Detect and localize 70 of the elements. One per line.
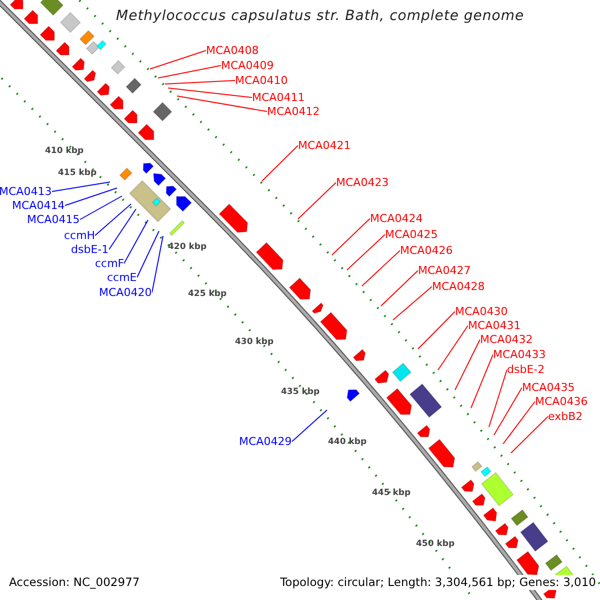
gene-label: dsbE-1 (71, 242, 109, 256)
leader-line (164, 80, 236, 84)
gene-label: ccmH (64, 228, 96, 242)
footer-text: Topology: circular; Length: 3,304,561 bp; Genes: 3,010 (280, 575, 596, 590)
scale-label: 435 kbp (281, 387, 320, 397)
gene-label: ccmF (95, 256, 124, 270)
leader-line (152, 236, 164, 293)
leader-line (362, 250, 400, 286)
scale-label: 445 kbp (372, 488, 411, 498)
leader-line (502, 401, 536, 444)
leader-line (470, 354, 494, 408)
gene-label: MCA0423 (336, 176, 389, 188)
gene-label: MCA0436 (535, 394, 588, 408)
leader-line (176, 96, 268, 112)
gene-label: MCA0429 (239, 434, 292, 448)
scale-label: 425 kbp (188, 289, 227, 299)
scale-label: 410 kbp (45, 146, 84, 156)
gene-label: MCA0414 (12, 198, 65, 212)
gene-label: MCA0425 (385, 228, 438, 240)
gene-label: MCA0413 (0, 184, 52, 198)
gene-label: MCA0435 (522, 380, 575, 394)
footer-text: Accession: NC_002977 (9, 575, 140, 590)
leader-line (510, 416, 548, 454)
leader-line (292, 410, 328, 442)
leader-line (418, 311, 456, 350)
leader-line (150, 50, 206, 70)
gene-label: MCA0424 (370, 212, 423, 224)
leader-line (168, 88, 252, 98)
gene-label: ccmE (107, 270, 137, 284)
gene-label: MCA0412 (267, 104, 320, 118)
leader-line (136, 230, 160, 278)
leader-line (298, 182, 336, 220)
gene-label: MCA0426 (400, 244, 453, 256)
leader-line (64, 188, 118, 206)
gene-label: dsbE-2 (507, 362, 545, 376)
gene-label: MCA0409 (221, 58, 274, 72)
gene-label: MCA0427 (418, 264, 471, 276)
leader-line (124, 220, 148, 264)
scale-label: 450 kbp (416, 539, 455, 549)
leader-line (52, 182, 110, 192)
gene-label: MCA0432 (480, 332, 533, 346)
leader-line (488, 369, 508, 428)
gene-label: MCA0433 (493, 348, 546, 360)
leader-line (392, 286, 432, 320)
gene-label: MCA0420 (99, 286, 152, 298)
leader-line (108, 208, 136, 250)
leader-line (332, 218, 370, 256)
gene-label: MCA0430 (455, 304, 508, 318)
scale-label: 430 kbp (235, 337, 274, 347)
leader-line (494, 387, 522, 436)
gene-label: MCA0411 (252, 90, 305, 104)
scale-label: 440 kbp (328, 437, 367, 447)
gene-label: MCA0415 (27, 212, 80, 226)
gene-label: MCA0421 (298, 138, 351, 152)
scale-label: 415 kbp (58, 168, 97, 178)
leader-line (262, 145, 298, 182)
leader-line (94, 204, 132, 236)
leader-line (346, 234, 386, 270)
leader-line (158, 65, 222, 78)
gene-label: MCA0431 (468, 318, 521, 332)
leader-line (438, 325, 468, 370)
gene-label: exbB2 (548, 410, 583, 422)
leader-line (380, 270, 418, 306)
title: Methylococcus capsulatus str. Bath, complete genome (116, 8, 524, 24)
scale-label: 420 kbp (168, 242, 207, 252)
leader-line (80, 196, 122, 220)
gene-label: MCA0428 (432, 280, 485, 292)
leader-line (454, 339, 480, 390)
gene-label: MCA0410 (235, 74, 288, 86)
gene-label: MCA0408 (206, 44, 259, 56)
